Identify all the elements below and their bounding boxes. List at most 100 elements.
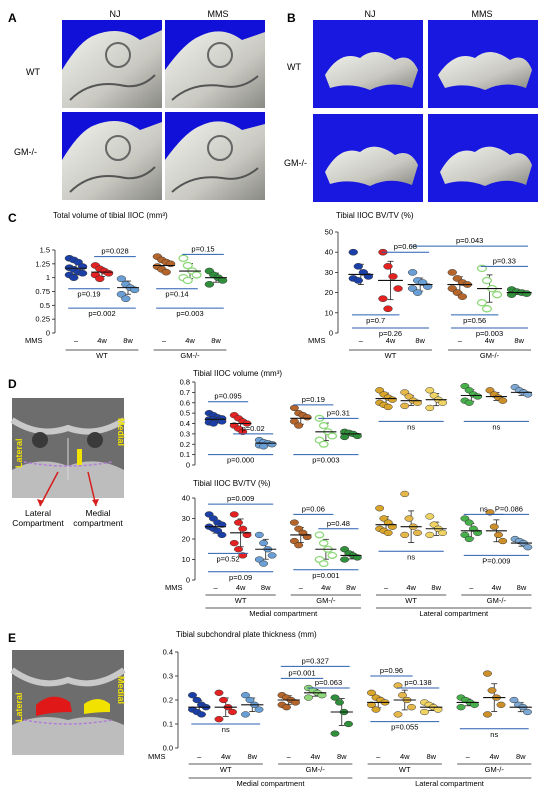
data-point bbox=[259, 560, 269, 567]
x-tick-label: – bbox=[287, 752, 292, 761]
p-value-label: ns bbox=[490, 730, 498, 739]
p-value-label: P=0.086 bbox=[495, 504, 523, 513]
data-point bbox=[259, 539, 269, 547]
p-value-label: p=0.063 bbox=[315, 678, 342, 687]
chart-title: Tibial IIOC BV/TV (%) bbox=[193, 479, 271, 488]
x-tick-label: – bbox=[359, 336, 364, 345]
micro-ct-image-b2 bbox=[428, 20, 538, 108]
panel-d-medial-label: Medial bbox=[116, 418, 126, 446]
y-tick-label: 20 bbox=[182, 535, 190, 544]
data-point bbox=[267, 441, 277, 448]
p-value-label: p=0.19 bbox=[77, 290, 100, 299]
chart-c-total-volume: Total volume of tibial IIOC (mm³)00.250.… bbox=[25, 211, 228, 360]
data-point bbox=[259, 443, 269, 450]
data-point bbox=[192, 696, 202, 704]
p-value-label: ns bbox=[407, 552, 415, 561]
group-label: GM-/- bbox=[180, 351, 200, 360]
data-point bbox=[375, 505, 385, 512]
data-point bbox=[238, 552, 248, 559]
data-point bbox=[400, 402, 410, 410]
data-point bbox=[456, 704, 466, 711]
group-label: WT bbox=[96, 351, 108, 360]
y-tick-label: 0.5 bbox=[40, 301, 50, 310]
y-tick-label: 0.1 bbox=[180, 450, 190, 459]
y-tick-label: 0.75 bbox=[35, 287, 50, 296]
y-tick-label: 0.4 bbox=[163, 648, 173, 657]
data-point bbox=[464, 399, 474, 406]
panel-a-col-mms: MMS bbox=[208, 9, 229, 19]
data-point bbox=[352, 432, 362, 440]
data-point bbox=[234, 519, 243, 526]
data-point bbox=[494, 531, 503, 539]
data-point bbox=[217, 418, 227, 425]
data-point bbox=[523, 708, 532, 716]
data-point bbox=[254, 706, 264, 713]
data-point bbox=[509, 696, 519, 704]
x-tick-label: – bbox=[162, 336, 167, 345]
chart-title: Tibial IIOC volume (mm³) bbox=[193, 369, 282, 378]
data-point bbox=[387, 523, 397, 530]
y-tick-label: 0.3 bbox=[163, 672, 173, 681]
data-point bbox=[191, 271, 202, 279]
y-tick-label: 1 bbox=[46, 273, 50, 282]
chart-e-plate-thickness: Tibial subchondral plate thickness (mm)0… bbox=[148, 630, 532, 788]
data-point bbox=[318, 560, 329, 568]
data-point bbox=[464, 519, 474, 526]
p-value-label: p=0.095 bbox=[214, 392, 241, 401]
y-tick-label: 0.5 bbox=[180, 409, 190, 418]
data-point bbox=[473, 529, 483, 536]
data-point bbox=[498, 537, 508, 545]
data-point bbox=[447, 269, 457, 276]
y-tick-label: 40 bbox=[325, 248, 333, 257]
y-tick-label: 0.2 bbox=[180, 440, 190, 449]
p-value-label: p=0.002 bbox=[88, 309, 115, 318]
data-point bbox=[492, 290, 503, 299]
x-tick-label: 8w bbox=[123, 336, 133, 345]
y-tick-label: 0.2 bbox=[163, 696, 173, 705]
data-point bbox=[383, 529, 393, 536]
compartment-label: Lateral compartment bbox=[415, 779, 485, 788]
y-tick-label: 1.5 bbox=[40, 246, 50, 255]
p-value-label: p=0.56 bbox=[463, 316, 486, 325]
panel-b: B NJ MMS WT GM-/- bbox=[284, 9, 538, 202]
data-point bbox=[340, 556, 350, 563]
p-value-label: p=0.000 bbox=[227, 456, 254, 465]
data-point bbox=[103, 269, 114, 277]
panel-a-row-gm: GM-/- bbox=[14, 147, 37, 157]
data-point bbox=[208, 420, 218, 427]
p-value-label: p=0.26 bbox=[379, 329, 402, 338]
panel-b-col-nj: NJ bbox=[365, 9, 376, 19]
medial-compartment-text: Medial bbox=[85, 508, 110, 518]
x-tick-label: 4w bbox=[221, 752, 231, 761]
micro-ct-image-b1 bbox=[313, 20, 423, 108]
p-value-label: p=0.001 bbox=[288, 668, 315, 677]
group-label: WT bbox=[405, 596, 417, 605]
data-point bbox=[335, 699, 344, 706]
panel-a-col-nj: NJ bbox=[110, 9, 121, 19]
data-point bbox=[289, 404, 299, 412]
data-point bbox=[388, 273, 398, 280]
data-point bbox=[487, 687, 497, 694]
data-point bbox=[204, 280, 215, 288]
data-point bbox=[241, 692, 250, 699]
panel-d-letter: D bbox=[8, 377, 17, 391]
data-point bbox=[353, 277, 363, 284]
x-tick-label: 8w bbox=[261, 583, 271, 592]
data-point bbox=[217, 521, 227, 528]
panel-b-letter: B bbox=[287, 11, 296, 25]
data-point bbox=[241, 711, 250, 718]
data-point bbox=[407, 269, 418, 276]
data-point bbox=[302, 414, 312, 421]
data-point bbox=[314, 531, 325, 539]
panel-b-row-gm: GM-/- bbox=[284, 158, 307, 168]
data-point bbox=[327, 432, 338, 440]
compartment-label: Lateral compartment bbox=[419, 609, 489, 618]
y-tick-label: 0.4 bbox=[180, 419, 190, 428]
p-value-label: p=0.138 bbox=[404, 678, 431, 687]
data-point bbox=[413, 529, 422, 536]
data-point bbox=[77, 269, 88, 277]
panel-b-row-wt: WT bbox=[287, 62, 301, 72]
p-value-label: p=0.327 bbox=[302, 656, 329, 665]
